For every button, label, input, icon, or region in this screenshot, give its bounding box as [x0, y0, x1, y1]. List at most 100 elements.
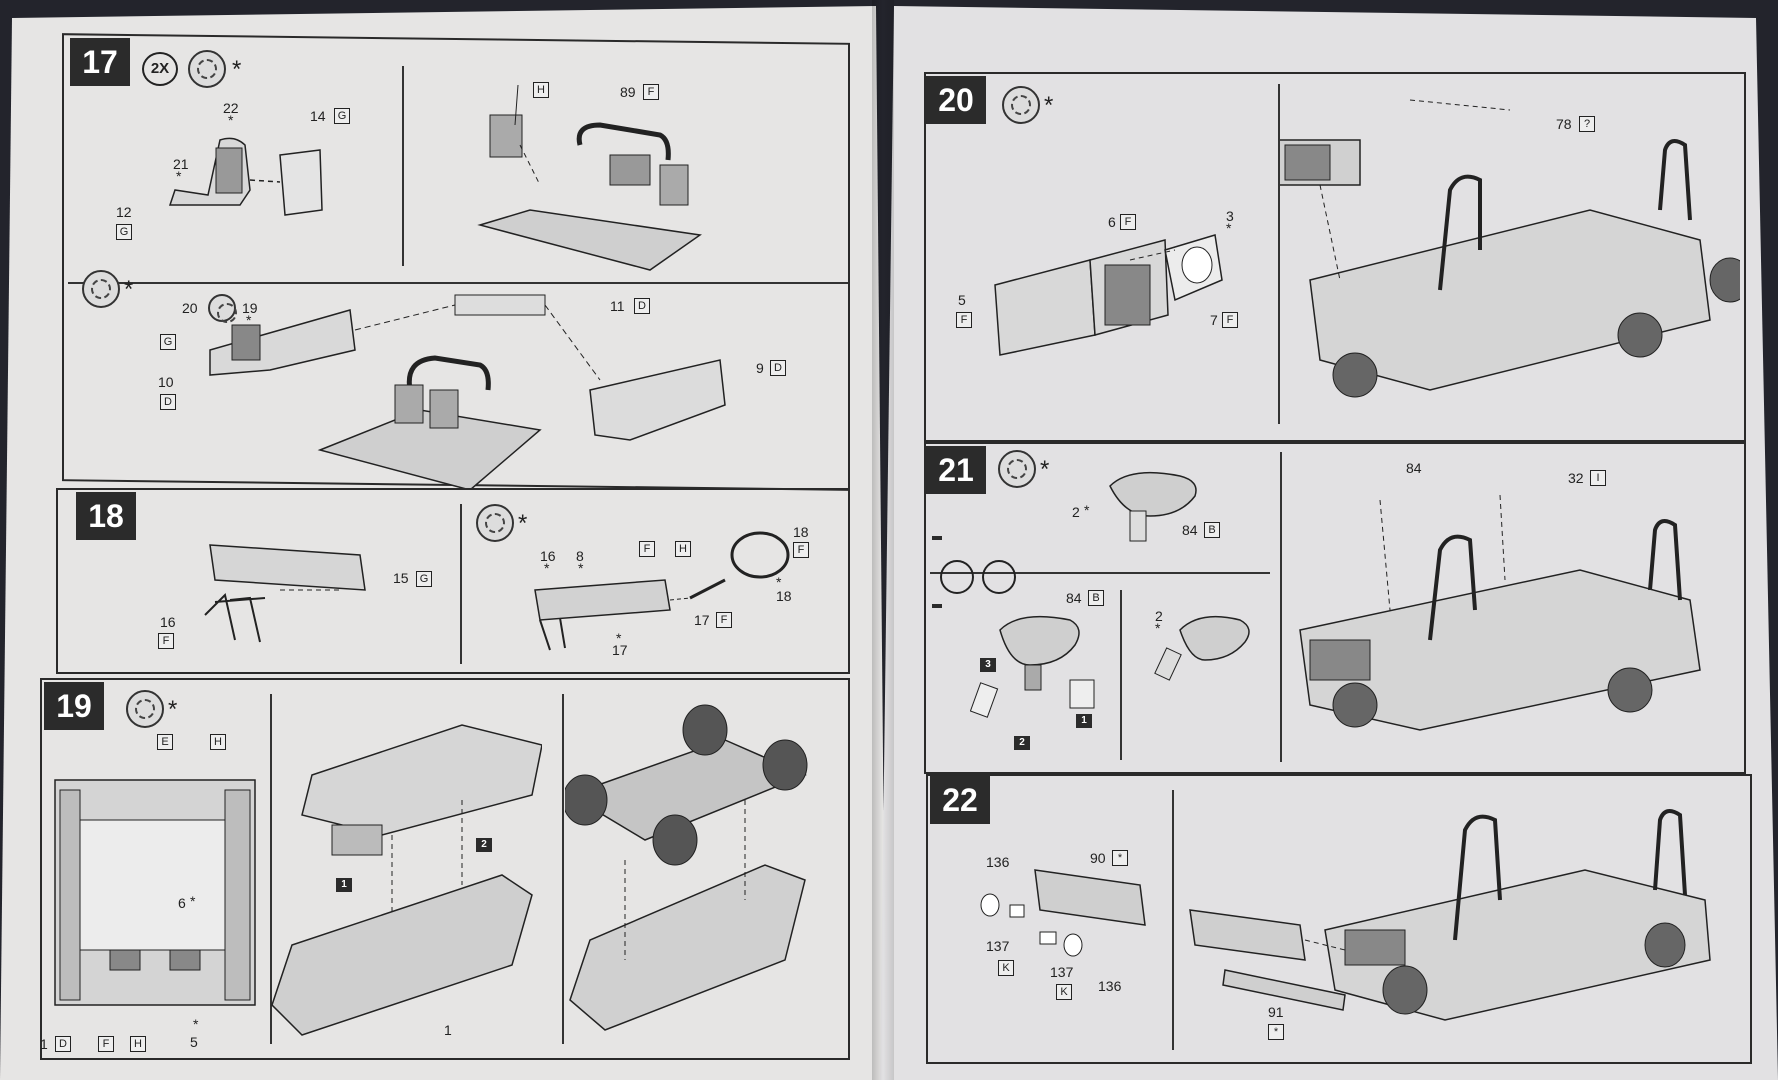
callout-number: 16 [540, 548, 556, 564]
sprue-letter: F [1120, 214, 1136, 230]
sprue-letter: H [533, 82, 549, 98]
sprue-letter: K [1056, 984, 1072, 1000]
callout-star: * [616, 630, 622, 646]
interior-assembly-drawing [470, 85, 750, 275]
order-number: 3 [980, 658, 996, 672]
glue-icon [208, 294, 237, 323]
step-number-19: 19 [44, 682, 104, 730]
sprue-letter: D [634, 298, 650, 314]
divider [402, 66, 404, 266]
optional-star: * [168, 696, 178, 723]
sprue-letter: K [998, 960, 1014, 976]
callout-number: 1 [40, 1036, 48, 1052]
year-tag-1973 [932, 604, 942, 608]
sprue-letter: B [1088, 590, 1104, 606]
sprue-letter: H [210, 734, 226, 750]
sprue-letter: B [1204, 522, 1220, 538]
callout-number: 12 [116, 204, 132, 220]
sprue-letter: E [157, 734, 173, 750]
callout-number: 84 [1406, 460, 1422, 476]
callout-number: 6 [178, 895, 186, 911]
sprue-letter: F [643, 84, 659, 100]
callout-star: * [1155, 620, 1161, 636]
side-mirror-drawing [1150, 610, 1260, 690]
body-tub-assembly-drawing [150, 290, 730, 490]
callout-number: 18 [793, 524, 809, 540]
sprue-letter: F [639, 541, 655, 557]
glue-icon [188, 50, 226, 88]
callout-number: 5 [958, 292, 966, 308]
sprue-letter: I [1590, 470, 1606, 486]
sprue-letter: G [160, 334, 176, 350]
divider [930, 572, 1270, 574]
divider [1278, 84, 1280, 424]
callout-number: 20 [182, 300, 198, 316]
callout-number: 2 [1155, 608, 1163, 624]
callout-number: 90 [1090, 850, 1106, 866]
sprue-letter: G [416, 571, 432, 587]
divider [1280, 452, 1282, 762]
callout-star: * [176, 168, 182, 184]
sprue-letter: F [158, 633, 174, 649]
callout-number: 8 [576, 548, 584, 564]
callout-number: 136 [986, 854, 1010, 870]
dash-and-wheel-drawing [525, 530, 825, 660]
callout-number: 136 [1098, 978, 1122, 994]
optional-star: * [232, 56, 242, 83]
callout-number: 19 [242, 300, 258, 316]
callout-star: * [193, 1016, 199, 1032]
seat-drawing [150, 110, 350, 240]
callout-number: 17 [612, 642, 628, 658]
callout-star: * [1084, 502, 1090, 518]
divider [1120, 590, 1122, 760]
callout-number: 2 [1072, 504, 1080, 520]
callout-number: 84 [1182, 522, 1198, 538]
callout-star: * [228, 112, 234, 128]
page-spine [872, 0, 894, 1080]
step-22-panel [926, 774, 1752, 1064]
chassis-to-tub-drawing [565, 700, 815, 1045]
step-number-22: 22 [930, 776, 990, 824]
callout-star: * [776, 574, 782, 590]
order-number: 1 [336, 878, 352, 892]
step-number-20: 20 [926, 76, 986, 124]
callout-number: 21 [173, 156, 189, 172]
glue-icon [998, 450, 1036, 488]
order-number: 2 [1014, 736, 1030, 750]
sprue-letter: * [1112, 850, 1128, 866]
floor-underside-drawing [50, 770, 260, 1010]
floor-to-tub-drawing [262, 715, 542, 1045]
sprue-letter: D [770, 360, 786, 376]
step-21-panel [924, 442, 1746, 774]
optional-star: * [518, 510, 528, 537]
year-tag-1971 [932, 536, 942, 540]
callout-number: 137 [1050, 964, 1074, 980]
divider [270, 694, 272, 1044]
sprue-letter: H [675, 541, 691, 557]
divider [68, 282, 848, 284]
step-number-18: 18 [76, 492, 136, 540]
glue-icon [476, 504, 514, 542]
vehicle-grille-install-drawing [1280, 90, 1740, 400]
step-20-panel [924, 72, 1746, 442]
order-number: 2 [476, 838, 492, 852]
callout-number: 137 [986, 938, 1010, 954]
callout-number: 16 [160, 614, 176, 630]
callout-number: 7 [1210, 312, 1218, 328]
callout-number: 89 [620, 84, 636, 100]
callout-number: 17 [694, 612, 710, 628]
side-mirror-drawing [1100, 466, 1210, 546]
left-page: 17 2X * 22 * 14 G 21 * 12 G H 89 F [0, 6, 886, 1080]
question-icon [940, 560, 974, 594]
right-page: 20 * 6 F 3 * 5 F 7 F 78 [880, 6, 1778, 1080]
sprue-letter: H [130, 1036, 146, 1052]
step-18-panel [56, 488, 850, 674]
callout-number: 5 [190, 1034, 198, 1050]
callout-number: 78 [1556, 116, 1572, 132]
callout-number: 1 [444, 1022, 452, 1038]
sprue-letter: G [334, 108, 350, 124]
callout-number: 18 [776, 588, 792, 604]
optional-star: * [124, 276, 134, 303]
callout-number: 11 [610, 298, 625, 314]
callout-number: 15 [393, 570, 409, 586]
